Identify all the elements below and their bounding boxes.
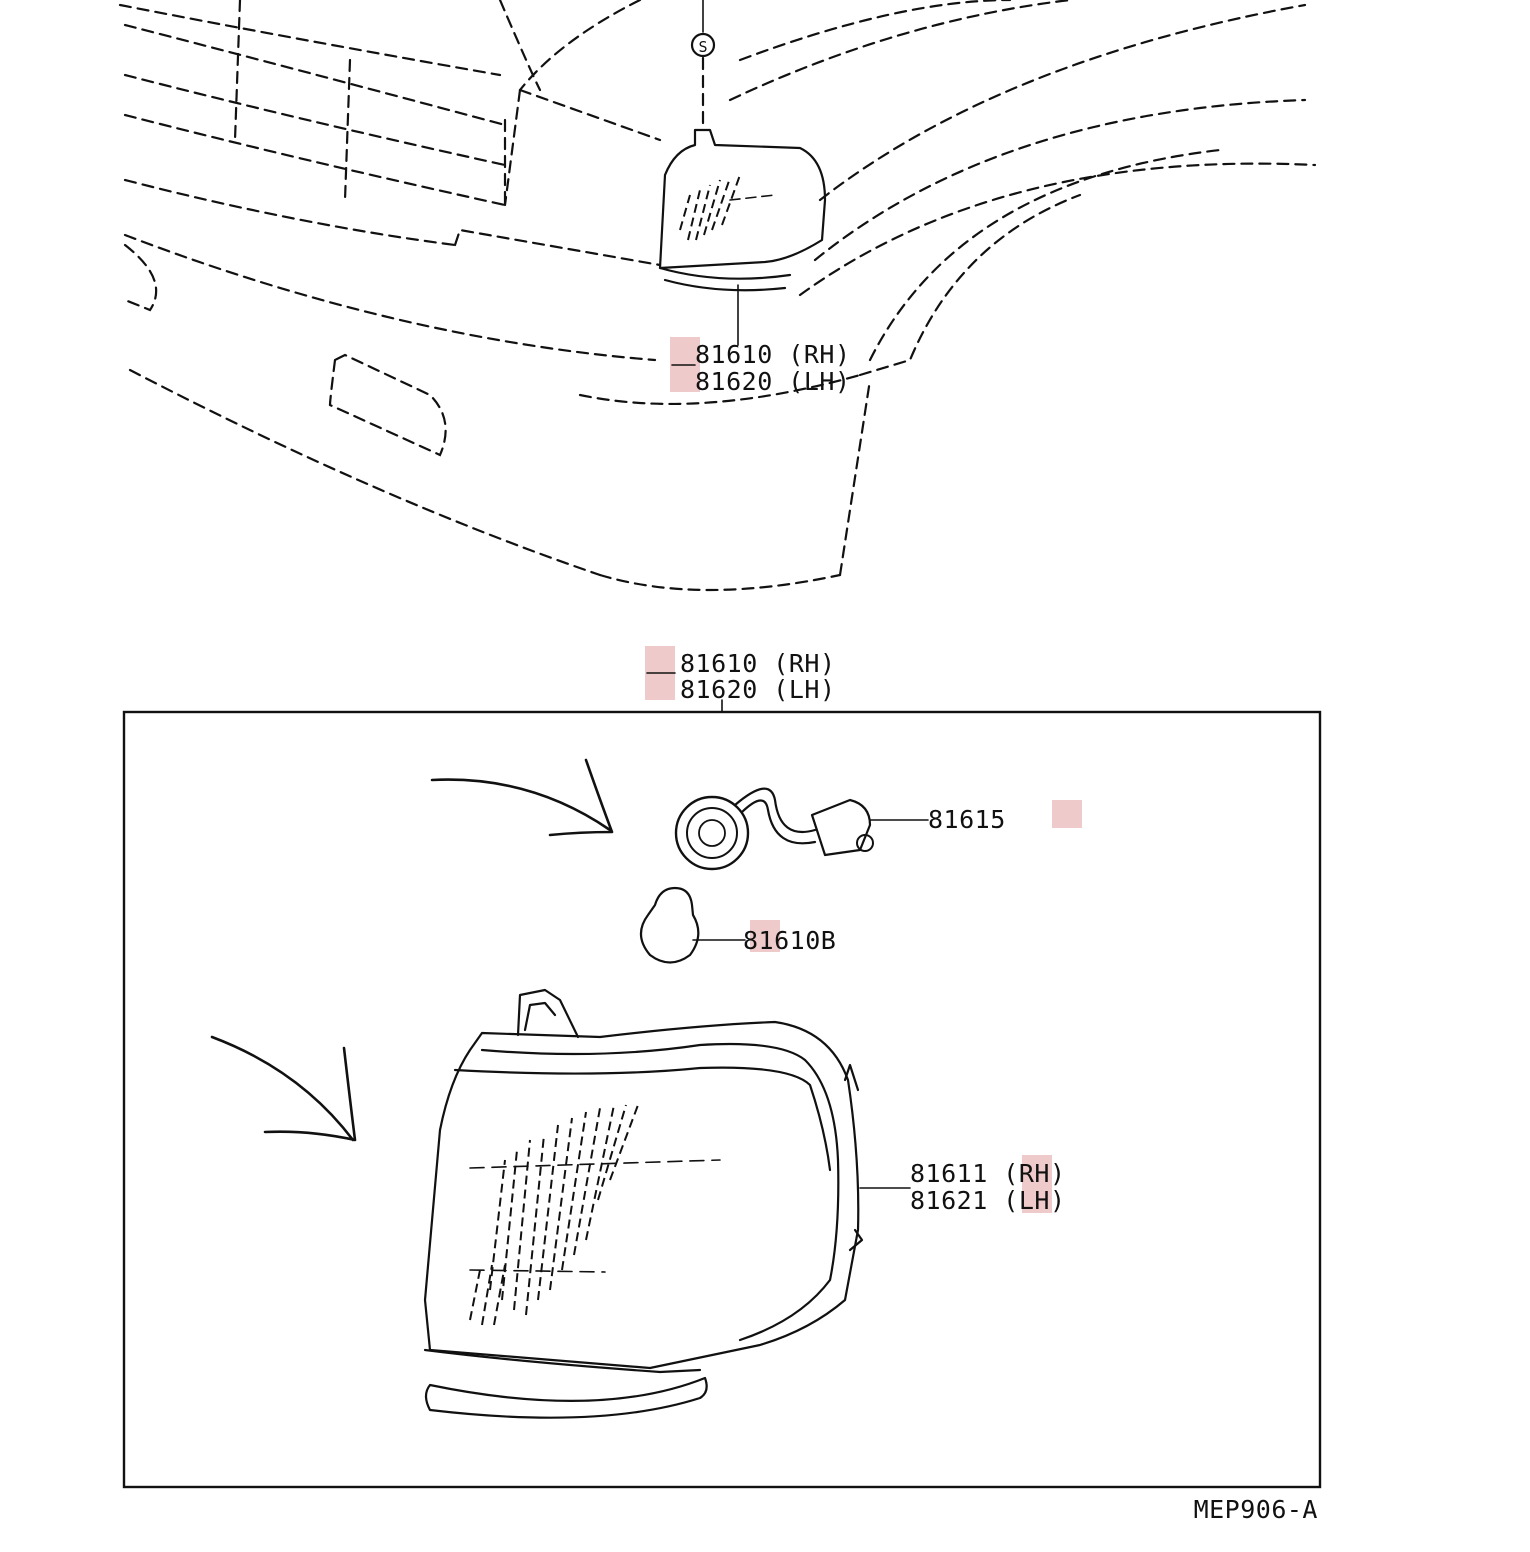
detail-frame (122, 710, 1322, 1489)
screw-icon: S (690, 0, 716, 132)
arrow-icon (430, 758, 614, 837)
socket-highlight (1052, 800, 1082, 828)
lens-part-lh: 81621 (LH) (910, 1186, 1066, 1215)
arrow-icon (210, 1035, 357, 1142)
bulb-highlight (750, 920, 780, 952)
vehicle-outline (118, 0, 1317, 592)
lens-hatching (469, 1104, 721, 1326)
figure-code: MEP906-A (1194, 1495, 1318, 1524)
bulb-icon (639, 886, 746, 964)
bulb-part-label: 81610B (743, 926, 836, 955)
socket-icon (674, 787, 929, 871)
overview-callout-rh: 81610 (RH) (695, 340, 851, 369)
svg-text:S: S (698, 38, 707, 56)
detail-assembly-rh: 81610 (RH) (680, 649, 836, 678)
detail-assembly-lh: 81620 (LH) (680, 675, 836, 704)
lens-part-rh: 81611 (RH) (910, 1159, 1066, 1188)
lens-highlight (1022, 1155, 1052, 1213)
overview-lamp-icon (658, 128, 827, 346)
overview-callout-lh: 81620 (LH) (695, 367, 851, 396)
lamp-lens-icon (423, 988, 911, 1419)
socket-part-label: 81615 (928, 805, 1006, 834)
